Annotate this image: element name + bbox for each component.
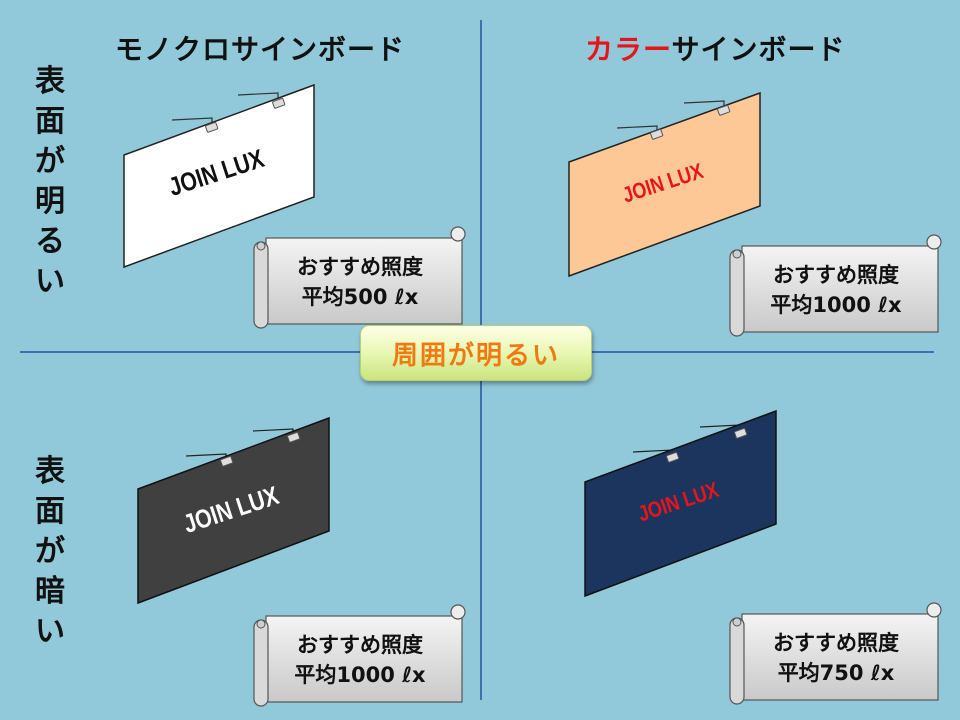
signboard-mono-bright: JOIN LUX <box>123 83 315 269</box>
signboard-panel <box>123 83 315 269</box>
signboard-color-bright: JOIN LUX <box>568 91 761 278</box>
row-label-dark: 表面が暗い <box>25 452 75 652</box>
row-label-char: い <box>35 264 65 299</box>
row-label-char: 明 <box>35 184 65 219</box>
signboard-mono-dark: JOIN LUX <box>137 416 330 605</box>
signboard-panel <box>584 409 777 598</box>
row-label-char: る <box>35 224 65 259</box>
recommend-label: おすすめ照度 <box>297 255 423 279</box>
recommend-value: 平均750 ℓx <box>777 661 895 685</box>
column-title-mono: モノクロサインボード <box>115 33 406 66</box>
row-label-char: 面 <box>35 104 65 139</box>
signboard-panel <box>568 91 761 278</box>
recommend-label: おすすめ照度 <box>297 633 423 657</box>
row-label-char: い <box>35 614 65 649</box>
recommend-label: おすすめ照度 <box>773 263 899 287</box>
recommend-value: 平均1000 ℓx <box>294 663 426 687</box>
recommend-value: 平均500 ℓx <box>301 285 419 309</box>
recommend-scroll-mono-bright: おすすめ照度 平均500 ℓx <box>252 224 468 330</box>
row-label-char: 表 <box>35 64 65 99</box>
signboard-panel <box>137 416 330 605</box>
row-label-char: が <box>35 144 65 179</box>
recommend-label: おすすめ照度 <box>773 631 899 655</box>
row-label-char: が <box>35 534 65 569</box>
column-title-color: カラーサインボード <box>585 28 845 68</box>
recommend-scroll-mono-dark: おすすめ照度 平均1000 ℓx <box>252 602 468 708</box>
signboard-color-dark: JOIN LUX <box>584 409 777 598</box>
row-label-bright: 表面が明るい <box>25 62 75 302</box>
recommend-value: 平均1000 ℓx <box>770 293 902 317</box>
row-label-char: 暗 <box>35 574 65 609</box>
recommend-scroll-color-bright: おすすめ照度 平均1000 ℓx <box>728 232 944 338</box>
column-title-color-accent: カラー <box>585 33 672 66</box>
recommend-scroll-color-dark: おすすめ照度 平均750 ℓx <box>728 600 944 706</box>
column-title-color-rest: サインボード <box>671 33 846 66</box>
row-label-char: 表 <box>35 454 65 489</box>
center-label: 周囲が明るい <box>360 325 592 381</box>
row-label-char: 面 <box>35 494 65 529</box>
